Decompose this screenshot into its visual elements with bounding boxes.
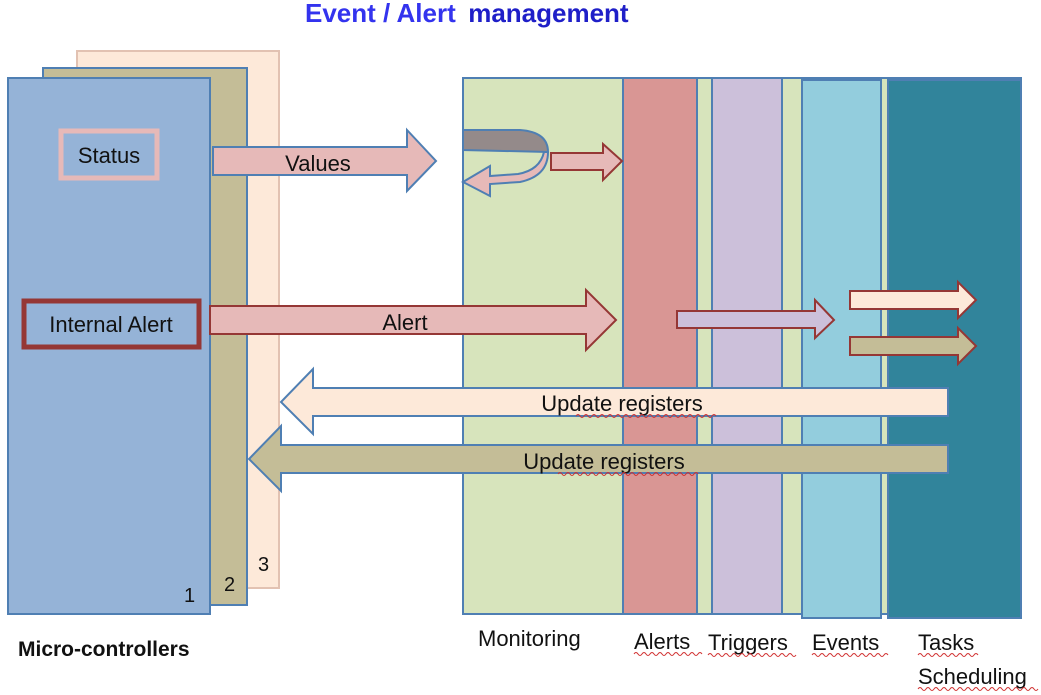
internal-alert-label: Internal Alert (49, 312, 173, 337)
spellcheck-underline-triggers (707, 653, 797, 657)
spellcheck-underline-events (811, 653, 889, 657)
alert-arrow (209, 287, 618, 353)
spellcheck-underline-scheduling (917, 687, 1039, 691)
update-registers-arrow-1 (279, 366, 949, 437)
alert-arrow-label: Alert (382, 310, 427, 335)
caption-tasks: Tasks (918, 630, 974, 655)
spellcheck-underline-update-1 (575, 414, 717, 418)
spellcheck-underline-tasks (917, 653, 979, 657)
values-arrow-label: Values (285, 151, 351, 176)
caption-events: Events (812, 630, 879, 655)
tasks-arrow-khaki (849, 325, 978, 367)
card-number-3: 3 (258, 554, 269, 576)
micro-controllers-caption: Micro-controllers (18, 638, 190, 661)
monitoring-to-alerts-arrow (550, 141, 624, 183)
spellcheck-underline-alerts (633, 652, 703, 656)
caption-monitoring: Monitoring (478, 626, 581, 651)
caption-alerts: Alerts (634, 629, 690, 654)
triggers-to-events-arrow (676, 297, 836, 341)
diagram-title: Event / Alert management (305, 0, 629, 28)
internal-alert-box (21, 298, 202, 350)
caption-scheduling: Scheduling (918, 664, 1027, 689)
column-triggers (711, 77, 783, 615)
monitoring-loop-arrow (460, 151, 550, 198)
card-number-1: 1 (184, 585, 195, 607)
caption-triggers: Triggers (708, 630, 788, 655)
card-number-2: 2 (224, 574, 235, 596)
title-part2: management (468, 0, 629, 28)
update-registers-label-1: Update registers (541, 391, 702, 416)
update-registers-label-2: Update registers (523, 449, 684, 474)
tasks-arrow-peach (849, 279, 978, 321)
values-arrow (212, 127, 438, 194)
spellcheck-underline-update-2 (557, 472, 699, 476)
update-registers-arrow-2 (247, 423, 949, 494)
monitoring-loop-top (462, 129, 550, 154)
column-alerts (622, 77, 698, 615)
title-part1: Event / Alert (305, 0, 456, 28)
status-box (58, 128, 160, 181)
status-label: Status (78, 143, 140, 168)
